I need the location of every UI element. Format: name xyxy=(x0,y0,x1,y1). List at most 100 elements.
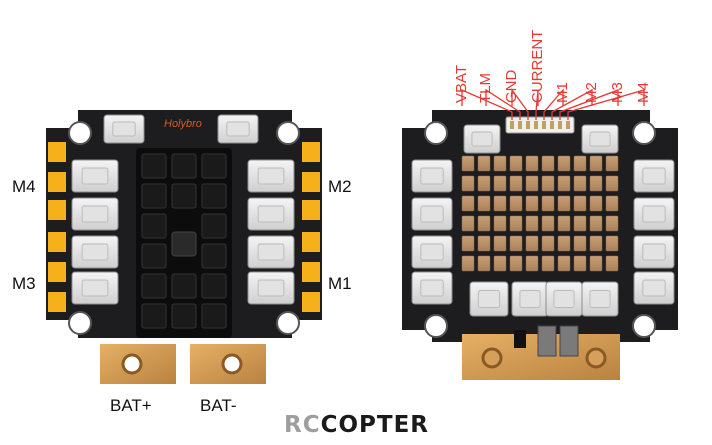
smd-capacitor xyxy=(493,255,507,272)
right-esc-board xyxy=(402,110,678,380)
pin-label-tlm: TLM xyxy=(477,73,494,103)
right-board-components xyxy=(411,124,675,317)
connector-pin xyxy=(558,121,562,129)
smd-capacitor xyxy=(525,195,539,212)
board-brand-logo: Holybro xyxy=(164,118,202,130)
mosfet xyxy=(171,183,197,209)
mosfet xyxy=(141,213,167,239)
connector-pin xyxy=(550,121,554,129)
component-label-area xyxy=(226,121,250,137)
smd-capacitor xyxy=(605,215,619,232)
label-left-m1: M1 xyxy=(328,274,352,293)
mosfet xyxy=(171,303,197,329)
smd-capacitor-grid xyxy=(461,155,619,272)
smd-capacitor xyxy=(525,255,539,272)
smd-capacitor xyxy=(477,215,491,232)
component-label-area xyxy=(642,279,666,297)
component-label-area xyxy=(471,131,493,147)
component-label-area xyxy=(257,243,285,261)
component-label-area xyxy=(553,290,575,308)
component-label-area xyxy=(589,131,611,147)
smd-capacitor xyxy=(557,215,571,232)
gold-pad xyxy=(302,262,320,282)
label-left-m2: M2 xyxy=(328,177,352,196)
mosfet xyxy=(141,243,167,269)
smd-capacitor xyxy=(605,235,619,252)
smd-capacitor xyxy=(509,195,523,212)
r-mount-hole-tr xyxy=(632,121,656,145)
component-label-area xyxy=(589,290,611,308)
smd-capacitor xyxy=(525,235,539,252)
smd-capacitor xyxy=(509,235,523,252)
smd-capacitor xyxy=(461,195,475,212)
small-ic xyxy=(514,330,526,348)
smd-capacitor xyxy=(493,235,507,252)
connector-pin xyxy=(510,121,514,129)
smd-capacitor xyxy=(493,155,507,172)
smd-capacitor xyxy=(525,155,539,172)
connector-pin xyxy=(526,121,530,129)
smd-capacitor xyxy=(573,215,587,232)
mount-hole-br xyxy=(276,311,300,335)
smd-capacitor xyxy=(461,235,475,252)
mosfet xyxy=(201,243,227,269)
left-board-components xyxy=(71,114,295,305)
smd-capacitor xyxy=(573,175,587,192)
mosfet xyxy=(201,213,227,239)
label-left-m4: M4 xyxy=(12,177,36,196)
component-label-area xyxy=(257,205,285,223)
pin-leader xyxy=(567,89,645,120)
smd-capacitor xyxy=(525,175,539,192)
component-label-area xyxy=(420,243,444,261)
smd-capacitor xyxy=(557,155,571,172)
pin-leader xyxy=(511,88,529,120)
connector-pin xyxy=(534,121,538,129)
smd-capacitor xyxy=(605,175,619,192)
mosfet xyxy=(201,153,227,179)
smd-capacitor xyxy=(557,195,571,212)
r-mount-hole-tl xyxy=(424,121,448,145)
gold-pad xyxy=(48,142,66,162)
smd-capacitor xyxy=(541,155,555,172)
smd-capacitor xyxy=(461,155,475,172)
pin-leader xyxy=(551,88,593,120)
mosfet xyxy=(201,183,227,209)
pin-label-vbat: VBAT xyxy=(453,64,470,103)
component-label-area xyxy=(81,205,109,223)
r-mount-hole-br xyxy=(632,314,656,338)
r-mount-hole-bl xyxy=(424,314,448,338)
gold-pad xyxy=(48,292,66,312)
smd-capacitor xyxy=(461,215,475,232)
mount-hole-bl xyxy=(68,311,92,335)
smd-capacitor xyxy=(461,255,475,272)
smd-capacitor xyxy=(541,175,555,192)
smd-capacitor xyxy=(589,255,603,272)
mosfet xyxy=(141,273,167,299)
pin-label-m4: M4 xyxy=(635,82,652,103)
smd-capacitor xyxy=(589,155,603,172)
smd-capacitor xyxy=(477,155,491,172)
mcu-chip xyxy=(171,231,197,257)
smd-capacitor xyxy=(605,255,619,272)
smd-capacitor xyxy=(477,175,491,192)
smd-capacitor xyxy=(557,175,571,192)
smd-capacitor xyxy=(525,215,539,232)
component-label-area xyxy=(112,121,136,137)
smd-capacitor xyxy=(541,195,555,212)
gold-pad xyxy=(302,292,320,312)
pin-leader xyxy=(535,89,539,120)
gold-pad xyxy=(302,142,320,162)
smd-capacitor xyxy=(573,155,587,172)
smd-capacitor xyxy=(557,235,571,252)
mosfet xyxy=(201,273,227,299)
label-bat-plus: BAT+ xyxy=(110,396,152,415)
label-bat-minus: BAT- xyxy=(200,396,237,415)
smd-capacitor xyxy=(573,195,587,212)
smd-capacitor xyxy=(541,255,555,272)
component-label-area xyxy=(81,167,109,185)
right-pad-hole-left xyxy=(481,347,503,369)
mosfet xyxy=(141,183,167,209)
component-label-area xyxy=(477,290,501,308)
component-label-area xyxy=(420,167,444,185)
gold-pad xyxy=(48,262,66,282)
